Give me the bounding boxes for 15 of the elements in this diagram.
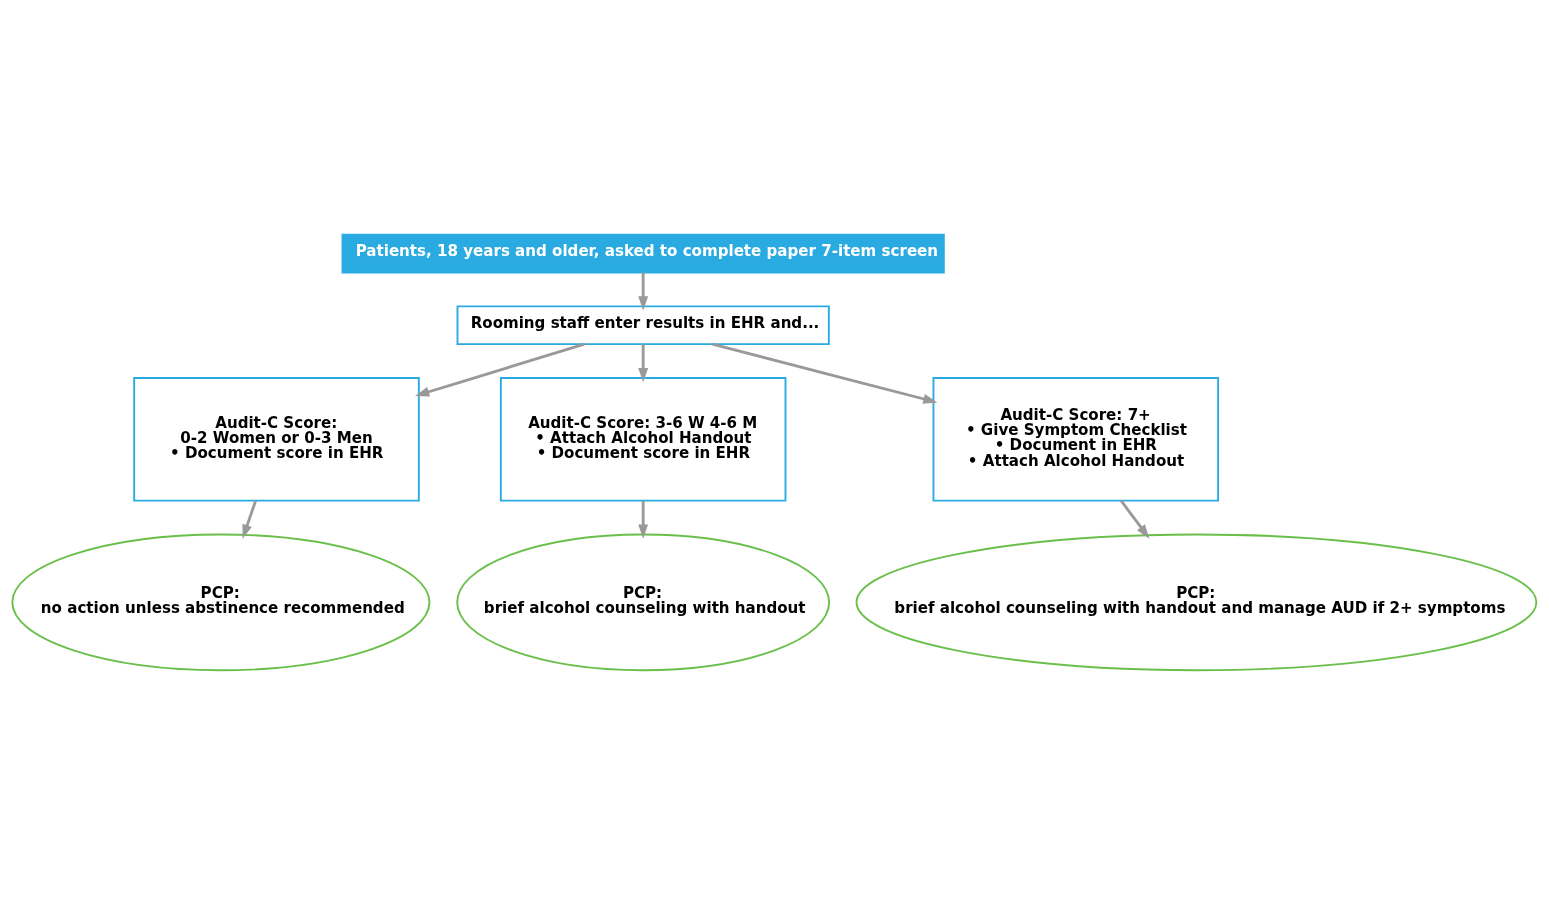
node-ellipse: PCP: brief alcohol counseling with handout — [456, 533, 831, 672]
arrow — [638, 344, 649, 383]
node-box: Patients, 18 years and older, asked to complete paper 7-item screen — [341, 233, 945, 274]
node-box: Audit-C Score: 7+ • Give Symptom Checklist • Document in EHR • Attach Alcohol Handout — [932, 377, 1220, 502]
arrow — [1119, 499, 1150, 539]
node-box: Audit-C Score: 0-2 Women or 0-3 Men • Document score in EHR — [133, 377, 420, 502]
node-box: Rooming staff enter results in EHR and... — [456, 305, 830, 346]
node-box: Audit-C Score: 3-6 W 4-6 M • Attach Alcohol Handout • Document score in EHR — [499, 377, 787, 502]
arrow — [712, 342, 938, 404]
arrow — [415, 342, 585, 397]
arrow — [638, 500, 649, 539]
arrow — [638, 272, 649, 311]
node-ellipse: PCP: brief alcohol counseling with handout and manage AUD if 2+ symptoms — [855, 533, 1538, 672]
node-ellipse: PCP: no action unless abstinence recommended — [11, 533, 431, 672]
arrow — [242, 500, 257, 539]
